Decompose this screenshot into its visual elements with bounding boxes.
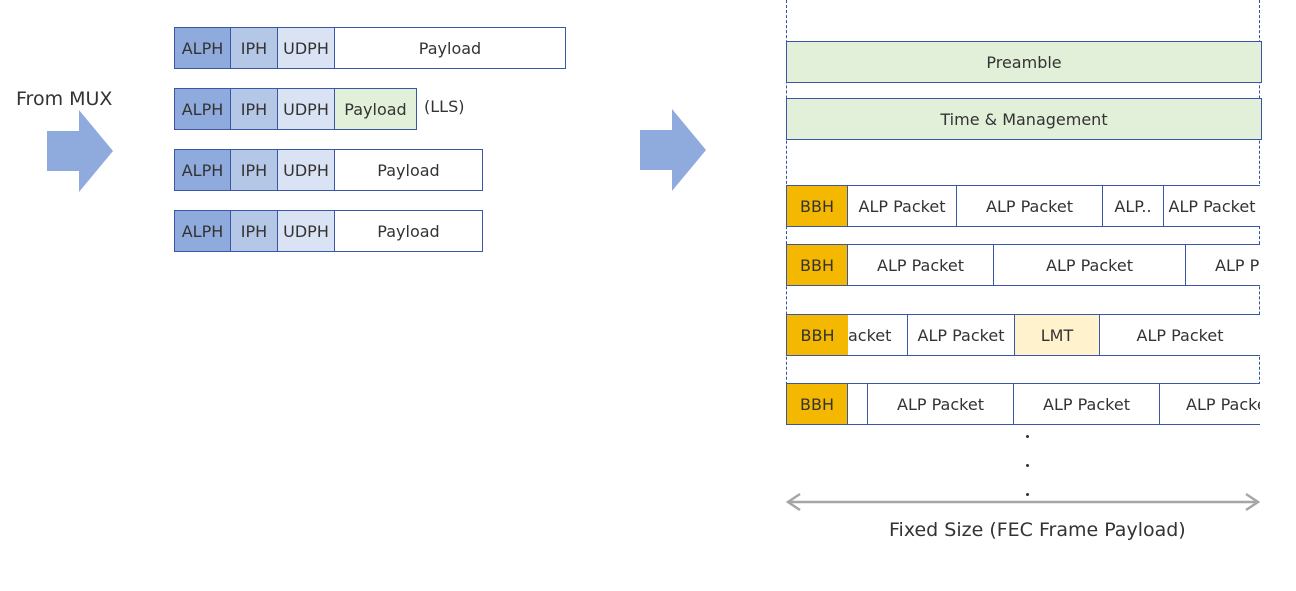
input-packet-2: ALPH IPH UDPH Payload — [174, 88, 417, 130]
input-packet-3: ALPH IPH UDPH Payload — [174, 149, 483, 191]
iph-header: IPH — [231, 211, 278, 251]
alp-packet: ALP Packet — [1136, 325, 1224, 345]
input-packet-1: ALPH IPH UDPH Payload — [174, 27, 566, 69]
lls-note: (LLS) — [424, 97, 465, 116]
source-label: From MUX — [16, 88, 113, 110]
alp-packet: ALP Packet — [1014, 384, 1160, 424]
fixed-size-arrow-icon — [784, 490, 1262, 514]
alph-header: ALPH — [175, 28, 231, 68]
iph-header: IPH — [231, 150, 278, 190]
baseband-packet-row-2: BBH ALP Packet ALP Packet ALP P — [786, 244, 1260, 286]
udph-header: UDPH — [278, 211, 335, 251]
continuation-dot — [1026, 493, 1029, 496]
alp-packet: ALP Packet — [908, 315, 1015, 355]
flow-arrow-icon — [47, 110, 113, 192]
iph-header: IPH — [231, 28, 278, 68]
alp-packet: ALP Packet — [994, 245, 1186, 285]
baseband-packet-row-4: BBH ALP Packet ALP Packet ALP Packet — [786, 383, 1260, 425]
time-management-block: Time & Management — [786, 98, 1262, 140]
lls-payload: Payload — [335, 89, 416, 129]
baseband-packet-row-3: acket BBH ALP Packet LMT ALP Packet — [786, 314, 1260, 356]
udph-header: UDPH — [278, 89, 335, 129]
padding-segment — [848, 384, 868, 424]
alp-packet: ALP Packet — [957, 186, 1103, 226]
baseband-packet-row-1: BBH ALP Packet ALP Packet ALP.. ALP Pack… — [786, 185, 1260, 227]
bbh-header: BBH — [786, 315, 848, 355]
lmt-block: LMT — [1015, 315, 1100, 355]
encapsulation-arrow-icon — [640, 109, 706, 191]
alp-packet: ALP Packet — [1168, 196, 1256, 216]
alp-packet: ALP Packet — [848, 245, 994, 285]
alp-packet: ALP.. — [1103, 186, 1164, 226]
bbh-header: BBH — [786, 384, 848, 424]
preamble-block: Preamble — [786, 41, 1262, 83]
udph-header: UDPH — [278, 28, 335, 68]
payload: Payload — [335, 211, 482, 251]
continuation-dot — [1026, 464, 1029, 467]
input-packet-4: ALPH IPH UDPH Payload — [174, 210, 483, 252]
alp-packet: acket — [826, 315, 908, 355]
alp-packet: ALP Packet — [848, 186, 957, 226]
alp-packet: ALP Packet — [1186, 394, 1260, 414]
continuation-dot — [1026, 435, 1029, 438]
alph-header: ALPH — [175, 89, 231, 129]
alp-packet: ALP Packet — [868, 384, 1014, 424]
bbh-header: BBH — [786, 245, 848, 285]
alph-header: ALPH — [175, 150, 231, 190]
alp-packet: ALP P — [1215, 255, 1260, 275]
alph-header: ALPH — [175, 211, 231, 251]
iph-header: IPH — [231, 89, 278, 129]
payload: Payload — [335, 28, 565, 68]
bbh-header: BBH — [786, 186, 848, 226]
udph-header: UDPH — [278, 150, 335, 190]
payload: Payload — [335, 150, 482, 190]
fixed-size-label: Fixed Size (FEC Frame Payload) — [889, 519, 1186, 541]
